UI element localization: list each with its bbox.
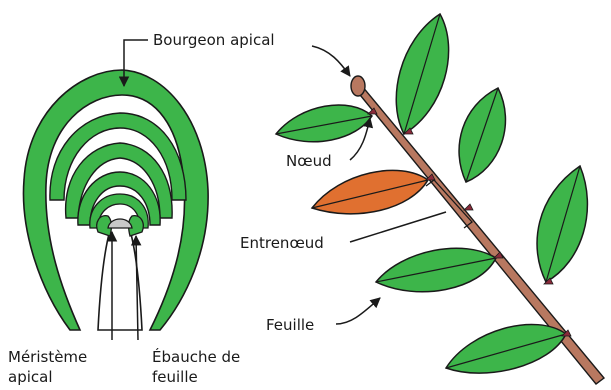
leaf-pointer: [336, 298, 380, 324]
label-meristem-line1: Méristème: [8, 348, 87, 366]
internode-pointer: [350, 212, 446, 242]
leaf: [537, 166, 587, 282]
leaf: [276, 105, 372, 142]
shoot-apical-bud: [351, 76, 365, 96]
leaf: [446, 324, 566, 373]
shoot: [276, 14, 604, 384]
leaf: [376, 248, 496, 292]
apical-meristem: [108, 219, 132, 228]
leaf: [396, 14, 448, 134]
label-leaf: Feuille: [266, 316, 314, 334]
label-node: Nœud: [286, 152, 332, 170]
leaf-highlighted: [312, 170, 428, 213]
bud-tip-pointer: [312, 46, 350, 76]
leaf: [459, 88, 505, 182]
label-primordium-line1: Ébauche de: [152, 348, 240, 366]
apical-bud-section: [23, 70, 208, 330]
label-internode: Entrenœud: [240, 234, 324, 252]
label-meristem-line2: apical: [8, 368, 53, 386]
node-mark: [464, 204, 473, 210]
label-primordium-line2: feuille: [152, 368, 198, 386]
label-apical-bud: Bourgeon apical: [153, 31, 275, 49]
